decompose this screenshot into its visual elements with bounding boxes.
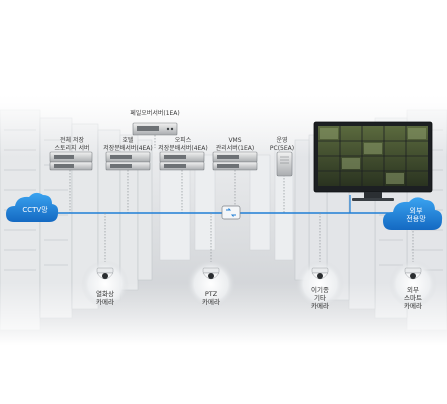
misc-camera-label: 이기종 기타 카메라	[311, 286, 329, 311]
smart-camera	[389, 260, 437, 308]
thermal-camera	[81, 260, 129, 308]
external-cloud-label: 외부 전용망	[406, 207, 426, 224]
network-switch-icon	[221, 205, 241, 220]
storage-server	[49, 151, 93, 171]
thermal-camera-label: 열화상 카메라	[96, 290, 114, 307]
office-distribution-server	[159, 151, 205, 171]
ops-pc-tower	[276, 151, 293, 177]
external-cloud	[383, 197, 443, 230]
ptz-camera-label: PTZ 카메라	[202, 290, 220, 307]
monitor	[313, 121, 433, 201]
vms-server	[212, 151, 258, 171]
cctv-cloud	[6, 192, 59, 222]
office-server-label: 오피스 저장분배서버(4EA)	[158, 137, 208, 152]
failover-server	[132, 122, 178, 136]
storage-server-label: 전체 저장 스토리지 서버	[54, 137, 90, 152]
server-links	[69, 135, 285, 213]
ptz-camera	[187, 260, 235, 308]
smart-camera-label: 외부 스마트 카메라	[404, 286, 422, 311]
hotel-distribution-server	[105, 151, 151, 171]
vms-server-label: VMS 관리서버(1EA)	[215, 137, 255, 152]
camera-links	[104, 213, 414, 262]
hotel-server-label: 호텔 저장분배서버(4EA)	[103, 137, 153, 152]
cctv-cloud-label: CCTV망	[22, 206, 48, 214]
failover-server-label: 페일오버서버(1EA)	[130, 110, 180, 117]
misc-camera	[296, 260, 344, 308]
ops-pc-label: 운영 PC(5EA)	[269, 137, 295, 152]
